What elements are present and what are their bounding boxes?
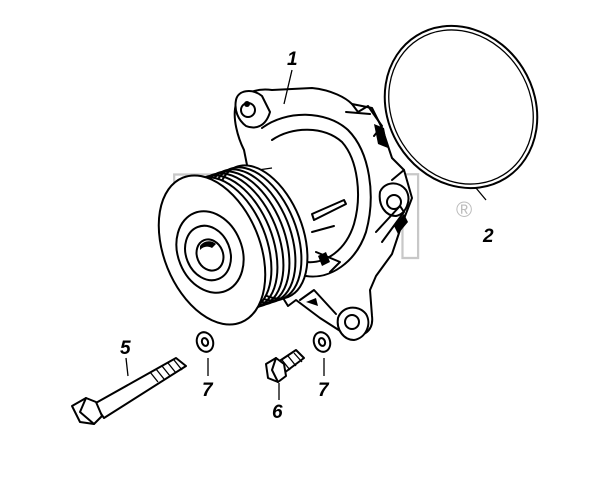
washer-right[interactable] xyxy=(311,330,333,354)
callout-part-6: 6 xyxy=(272,402,283,423)
watermark-registered-mark: ® xyxy=(456,197,472,222)
callout-part-5: 5 xyxy=(120,338,131,359)
callout-part-7-right: 7 xyxy=(318,380,330,401)
water-pump-assembly[interactable] xyxy=(138,87,413,341)
o-ring-seal[interactable] xyxy=(355,0,568,217)
short-bolt[interactable] xyxy=(265,349,305,383)
leader-lines xyxy=(125,69,487,400)
callout-part-2: 2 xyxy=(482,226,494,247)
callout-part-7-left: 7 xyxy=(202,380,214,401)
callouts: 1 2 5 6 7 7 xyxy=(120,49,494,423)
washer-left[interactable] xyxy=(194,330,216,354)
callout-part-1: 1 xyxy=(287,49,298,70)
long-bolt[interactable] xyxy=(71,357,187,425)
